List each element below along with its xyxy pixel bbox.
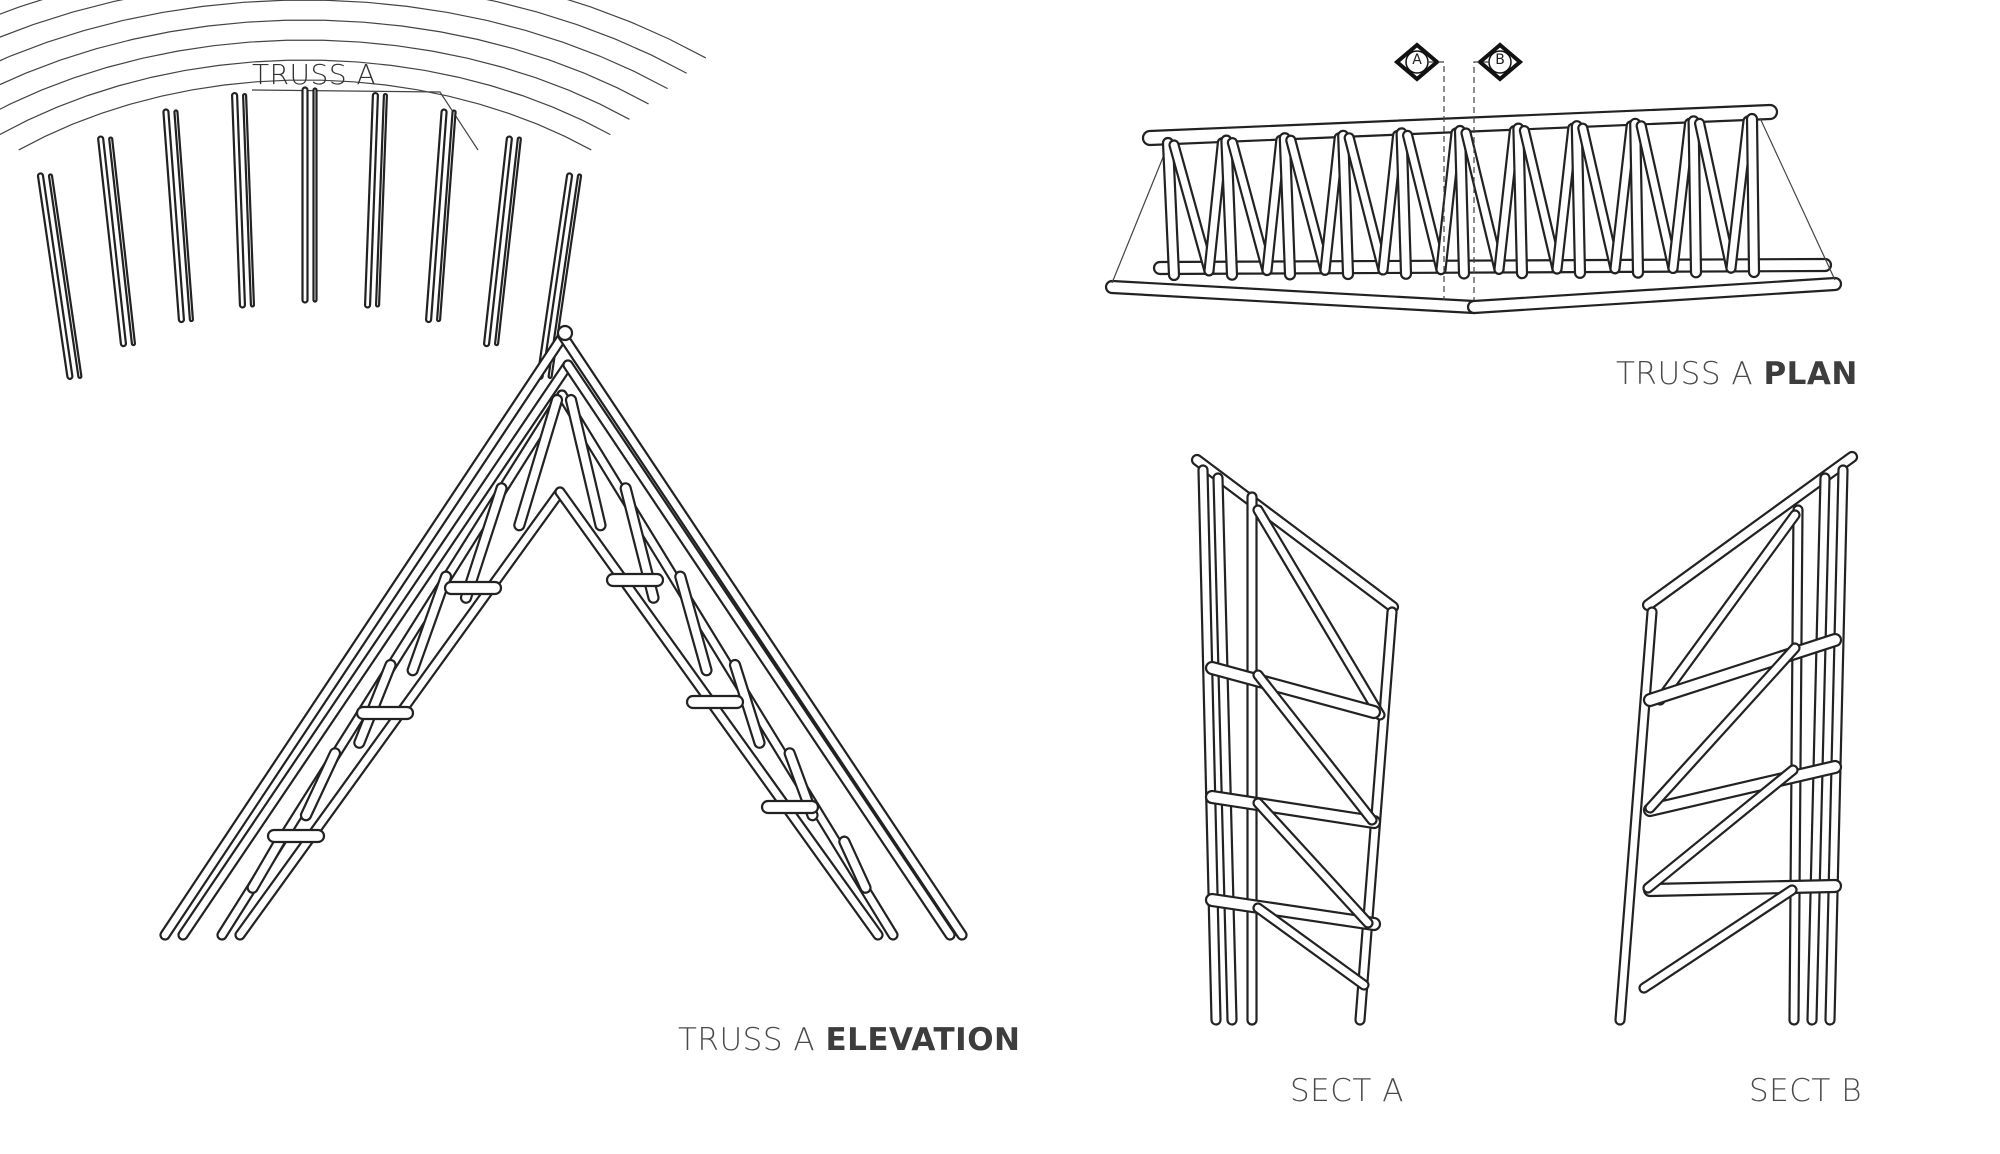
section-b-post-left	[1614, 606, 1658, 1026]
elevation-web-left	[299, 747, 342, 822]
elevation-web-right	[674, 570, 713, 677]
truss-plan-drawing	[1104, 103, 1843, 315]
plan-title-bold: PLAN	[1763, 356, 1858, 392]
key-plan-truss	[36, 172, 74, 380]
plan-end-brace-left	[1111, 144, 1169, 284]
key-plan-purlin	[0, 39, 630, 120]
section-b-diagonal	[1644, 642, 1801, 814]
section-b-post-outer	[1806, 472, 1831, 1026]
key-plan-purlin	[0, 0, 668, 90]
plan-vertical	[1161, 137, 1181, 281]
key-plan-truss	[301, 86, 309, 304]
plan-vertical	[1337, 129, 1355, 281]
truss-elevation-drawing	[159, 324, 968, 941]
key-plan-drawing	[0, 0, 707, 380]
plan-vertical	[1629, 117, 1645, 279]
section-a-horizontal	[1205, 892, 1381, 932]
plan-vertical	[1278, 132, 1297, 281]
section-tag-a: A	[1412, 52, 1422, 68]
key-plan-truss-chord	[242, 93, 256, 308]
key-plan-truss-chord	[494, 136, 522, 347]
section-b-top-chord	[1641, 450, 1859, 612]
key-plan-truss-chord	[108, 136, 136, 347]
plan-vertical	[1745, 112, 1761, 279]
key-plan-truss-chord	[47, 173, 83, 379]
key-plan-purlin	[0, 0, 707, 59]
key-plan-purlin	[18, 79, 592, 151]
plan-vertical	[1512, 122, 1529, 280]
key-plan-truss-chord	[436, 109, 457, 323]
section-a-post-outer	[1197, 464, 1222, 1026]
plan-bottom-chord-right	[1466, 276, 1843, 315]
section-b-diagonal	[1642, 764, 1799, 894]
key-plan-truss-chord	[547, 173, 583, 379]
elevation-node-sleeve	[685, 694, 745, 710]
key-plan-purlin	[0, 59, 611, 136]
section-b-horizontal	[1642, 878, 1843, 898]
elevation-node-sleeve	[605, 572, 665, 588]
section-a-diagonal	[1252, 797, 1374, 929]
elevation-web-left	[459, 482, 508, 604]
elevation-web-right	[564, 393, 607, 532]
section-cut-a-line	[1428, 61, 1445, 300]
key-plan-purlin	[0, 19, 649, 105]
plan-vertical	[1453, 124, 1471, 280]
elevation-web-right	[838, 835, 872, 894]
section-b-diagonal	[1638, 884, 1798, 994]
key-plan-truss	[162, 108, 185, 324]
key-plan-truss	[483, 135, 513, 348]
elevation-chord-right	[554, 486, 884, 941]
section-a-drawing	[1190, 453, 1400, 1026]
key-plan-purlin	[0, 0, 687, 74]
plan-vertical	[1220, 134, 1239, 281]
plan-title: TRUSS A PLAN	[1616, 356, 1858, 392]
key-plan-truss	[97, 135, 127, 348]
plan-vertical	[1395, 127, 1413, 280]
elevation-title: TRUSS A ELEVATION	[678, 1022, 1021, 1058]
elevation-chord-left	[159, 330, 569, 941]
key-plan-truss-chord	[173, 109, 194, 323]
section-a-diagonal	[1252, 504, 1386, 721]
elevation-web-left	[353, 658, 397, 749]
elevation-title-prefix: TRUSS A	[678, 1022, 826, 1058]
section-cut-b-line	[1473, 61, 1489, 300]
section-a-title: SECT A	[1290, 1073, 1404, 1109]
section-a-horizontal	[1205, 660, 1381, 720]
section-b-horizontal	[1642, 632, 1843, 708]
key-plan-truss	[425, 108, 448, 324]
elevation-chord-right	[562, 359, 956, 941]
key-plan-truss	[363, 91, 379, 309]
elevation-web-left	[513, 393, 564, 532]
elevation-node-sleeve	[355, 705, 415, 721]
section-a-diagonal	[1252, 669, 1378, 826]
elevation-web-left	[406, 570, 453, 677]
plan-title-prefix: TRUSS A	[1616, 356, 1764, 392]
elevation-apex-node	[556, 324, 574, 342]
section-marker-b	[1473, 42, 1524, 300]
elevation-title-bold: ELEVATION	[825, 1022, 1021, 1058]
plan-vertical	[1570, 120, 1587, 279]
section-b-title: SECT B	[1749, 1073, 1862, 1109]
key-plan-truss-chord	[374, 93, 388, 308]
plan-vertical	[1687, 115, 1703, 279]
elevation-node-sleeve	[760, 799, 820, 815]
elevation-node-sleeve	[266, 828, 326, 844]
key-plan-label: TRUSS A	[252, 58, 377, 91]
section-b-drawing	[1614, 450, 1859, 1026]
key-plan-truss	[231, 91, 247, 309]
elevation-chord-right	[557, 330, 968, 941]
elevation-node-sleeve	[443, 580, 503, 596]
section-a-post-inner	[1246, 491, 1258, 1026]
plan-bottom-chord-left	[1104, 279, 1482, 315]
section-tag-b: B	[1495, 52, 1505, 68]
section-a-post-outer-2	[1212, 472, 1238, 1026]
elevation-web-right	[728, 658, 766, 749]
plan-end-brace-right	[1759, 117, 1836, 281]
section-marker-a	[1393, 42, 1445, 300]
section-a-diagonal	[1252, 902, 1370, 991]
key-plan-truss-chord	[312, 87, 318, 303]
elevation-chord-left	[177, 359, 574, 941]
